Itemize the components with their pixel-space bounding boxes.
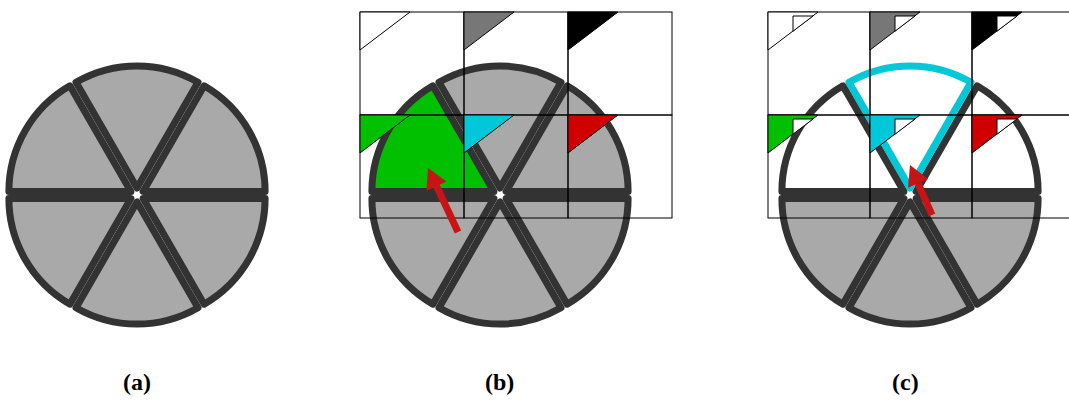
grid-ground <box>360 12 672 218</box>
panel-label: (a) <box>123 369 151 396</box>
inner-triangle <box>997 16 1017 31</box>
corner-triangle <box>768 12 818 50</box>
grid-cell <box>768 12 870 115</box>
panel-label: (b) <box>485 369 514 396</box>
inner-triangle <box>895 16 915 31</box>
corner-triangle <box>870 12 920 50</box>
corner-triangle <box>870 115 920 153</box>
grid-cell <box>972 12 1069 115</box>
inner-triangle <box>895 119 915 134</box>
grid-cell <box>972 115 1069 218</box>
pointer-arrow-head <box>427 168 447 191</box>
pointer-arrow <box>918 183 932 215</box>
corner-triangle <box>568 115 618 153</box>
grid-cell <box>464 115 568 218</box>
pie-menu-b <box>360 12 672 324</box>
pie-wedge <box>916 86 1038 192</box>
pie-wedge <box>9 86 131 192</box>
grid-cell <box>568 12 672 115</box>
grid-ground <box>768 12 1069 218</box>
corner-triangle <box>464 12 514 50</box>
pie-wedge <box>506 199 628 305</box>
inner-triangle <box>793 119 813 134</box>
grid-cell <box>870 115 972 218</box>
corner-triangle <box>972 12 1022 50</box>
corner-triangle <box>568 12 618 50</box>
corner-triangle <box>360 12 410 50</box>
grid-cell <box>568 115 672 218</box>
pointer-arrow-head <box>908 165 928 188</box>
corner-triangle <box>360 115 410 153</box>
grid-cell <box>870 12 972 115</box>
pie-menu-c <box>768 12 1069 324</box>
corner-triangle <box>768 115 818 153</box>
grid-cell <box>360 115 464 218</box>
inner-triangle <box>793 16 813 31</box>
corner-triangle <box>972 115 1022 153</box>
pie-menu-a <box>9 66 265 324</box>
corner-triangle <box>464 115 514 153</box>
pointer-arrow <box>436 186 458 232</box>
pie-wedge <box>143 199 265 305</box>
grid-cell <box>768 115 870 218</box>
inner-triangle <box>997 119 1017 134</box>
grid-cell <box>360 12 464 115</box>
grid-cell <box>464 12 568 115</box>
panel-label: (c) <box>892 369 919 396</box>
pie-wedge <box>916 199 1038 305</box>
